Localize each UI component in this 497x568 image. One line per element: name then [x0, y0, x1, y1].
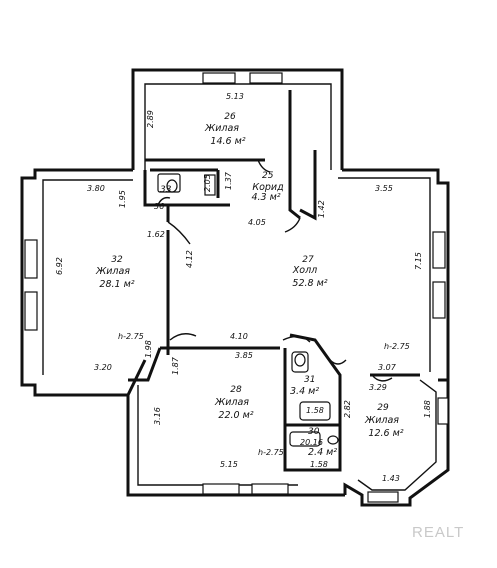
dim-label: h-2.75	[258, 448, 284, 457]
svg-text:27: 27	[302, 255, 314, 265]
dim-label: 5.15	[220, 460, 238, 469]
fixtures	[157, 173, 339, 447]
dim-label: 3.80	[87, 184, 105, 193]
svg-text:28: 28	[230, 385, 242, 395]
dim-label: 20.16	[300, 438, 323, 447]
svg-text:52.8 м²: 52.8 м²	[292, 278, 327, 289]
windows	[24, 72, 449, 503]
dim-label: 1.37	[224, 171, 233, 190]
svg-text:Холл: Холл	[292, 265, 317, 276]
svg-text:28.1 м²: 28.1 м²	[99, 279, 134, 290]
outer-walls	[20, 68, 450, 507]
dimension-labels: 5.13 2.89 3.80 1.95 36 2.05 1.37 3.55 4.…	[55, 92, 432, 483]
room-32-label: 32 Жилая 28.1 м²	[95, 255, 135, 290]
watermark-logo: REALT	[412, 524, 464, 541]
dim-label: h-2.75	[118, 332, 144, 341]
dim-label: 6.92	[55, 257, 64, 275]
dim-label: 2.82	[343, 400, 352, 418]
svg-text:4.3 м²: 4.3 м²	[251, 192, 280, 203]
dim-label: 3.16	[153, 407, 162, 425]
svg-text:Жилая: Жилая	[95, 266, 130, 277]
dim-label: h-2.75	[384, 342, 410, 351]
dim-label: 3.85	[235, 351, 253, 360]
dim-label: 1.58	[306, 406, 324, 415]
room-31-label: 31 3.4 м²	[290, 375, 319, 397]
room-27-label: 27 Холл 52.8 м²	[292, 255, 328, 289]
dim-label: 5.13	[226, 92, 244, 101]
svg-text:22.0 м²: 22.0 м²	[218, 410, 253, 421]
dim-label: 2.05	[203, 174, 212, 192]
dim-label: 3.07	[378, 363, 397, 372]
doors	[157, 159, 393, 382]
dim-label: 2.89	[146, 110, 155, 128]
dim-label: 3.55	[375, 184, 393, 193]
svg-text:29: 29	[377, 403, 389, 413]
interior-walls	[126, 90, 420, 472]
svg-text:14.6 м²: 14.6 м²	[210, 136, 245, 147]
svg-text:33: 33	[160, 185, 172, 195]
dim-label: 7.15	[414, 252, 423, 270]
svg-text:REALT: REALT	[412, 524, 464, 541]
dim-label: 36	[154, 202, 164, 211]
svg-text:2.4 м²: 2.4 м²	[308, 447, 337, 458]
dim-label: 1.98	[144, 340, 153, 358]
svg-text:Корид: Корид	[252, 182, 284, 193]
dim-label: 1.43	[382, 474, 400, 483]
svg-text:3.4 м²: 3.4 м²	[290, 386, 319, 397]
svg-text:30: 30	[308, 427, 320, 437]
dim-label: 3.29	[369, 383, 387, 392]
dim-label: 1.42	[317, 200, 326, 218]
dim-label: 4.10	[230, 332, 248, 341]
svg-text:31: 31	[304, 375, 315, 385]
dim-label: 4.05	[248, 218, 266, 227]
room-33-label: 33	[160, 185, 172, 195]
svg-text:32: 32	[111, 255, 123, 265]
dim-label: 1.95	[118, 190, 127, 208]
room-26-label: 26 Жилая 14.6 м²	[204, 112, 246, 147]
dim-label: 1.58	[310, 460, 328, 469]
room-29-label: 29 Жилая 12.6 м²	[364, 403, 404, 439]
dim-label: 4.12	[185, 250, 194, 268]
svg-text:26: 26	[224, 112, 236, 122]
svg-text:Жилая: Жилая	[364, 415, 399, 426]
svg-text:12.6 м²: 12.6 м²	[368, 428, 403, 439]
svg-text:Жилая: Жилая	[214, 397, 249, 408]
room-30-label: 30 2.4 м²	[308, 427, 337, 458]
dim-label: 3.20	[94, 363, 112, 372]
svg-text:Жилая: Жилая	[204, 123, 239, 134]
room-28-label: 28 Жилая 22.0 м²	[214, 385, 254, 421]
svg-text:25: 25	[262, 171, 274, 181]
dim-label: 1.87	[171, 356, 180, 375]
dim-label: 1.88	[423, 400, 432, 418]
room-25-label: 25 Корид 4.3 м²	[251, 171, 284, 203]
dim-label: 1.62	[147, 230, 165, 239]
